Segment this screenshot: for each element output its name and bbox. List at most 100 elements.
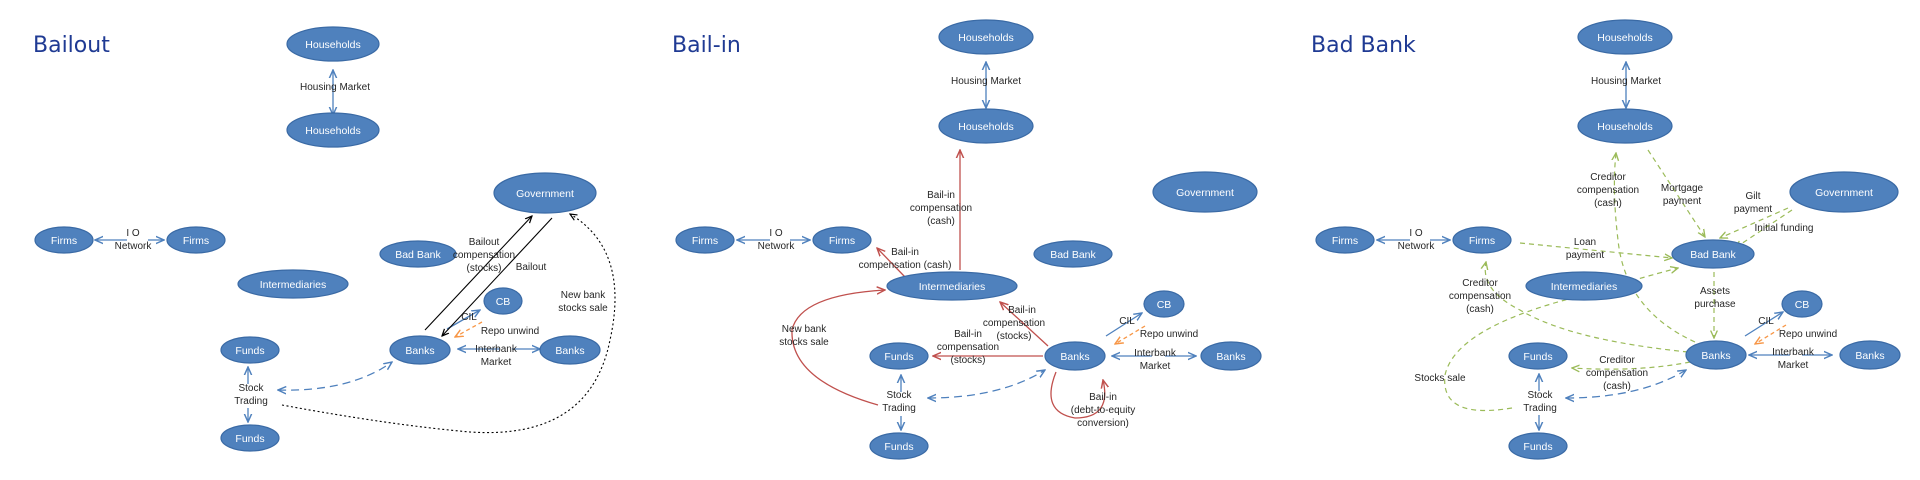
label-gilt-2: payment <box>1734 204 1773 215</box>
node-intermediaries[interactable]: Intermediaries <box>1525 271 1643 301</box>
label-bailin-int-1: Bail-in <box>1008 305 1036 316</box>
label-debt-1: Bail-in <box>1089 392 1117 403</box>
label-stock-2: Trading <box>234 396 268 407</box>
label-repo-unwind: Repo unwind <box>481 326 539 337</box>
label-repo-unwind: Repo unwind <box>1779 329 1837 340</box>
node-firms-right[interactable]: Firms <box>812 226 872 254</box>
node-banks-right[interactable]: Banks <box>1200 341 1262 371</box>
label-cil: CIL <box>1119 316 1135 327</box>
label-stock-1: Stock <box>1527 390 1553 401</box>
svg-text:Bad Bank: Bad Bank <box>395 249 441 261</box>
node-bad-bank[interactable]: Bad Bank <box>379 240 457 268</box>
label-cil: CIL <box>461 312 477 323</box>
label-housing-market: Housing Market <box>951 76 1021 87</box>
label-new-bank-1: New bank <box>782 324 827 335</box>
label-io-2: Network <box>115 241 153 252</box>
label-bailout-comp-2: compensation <box>453 250 515 261</box>
label-interbank-1: Interbank <box>475 344 518 355</box>
node-funds-bottom[interactable]: Funds <box>1508 432 1568 460</box>
node-cb[interactable]: CB <box>1781 290 1823 318</box>
svg-text:Banks: Banks <box>555 345 584 357</box>
node-intermediaries[interactable]: Intermediaries <box>886 271 1018 301</box>
label-bailin-cash-2: compensation <box>910 203 972 214</box>
svg-text:Banks: Banks <box>1060 351 1089 363</box>
repo-unwind-arrow <box>1115 325 1146 344</box>
label-bailin-int-2: compensation <box>983 318 1045 329</box>
svg-text:CB: CB <box>496 296 511 308</box>
node-government[interactable]: Government <box>1152 171 1258 213</box>
node-banks[interactable]: Banks <box>1685 340 1747 370</box>
label-bailout-comp-1: Bailout <box>469 237 500 248</box>
label-stock-1: Stock <box>238 383 264 394</box>
edges <box>1377 62 1832 430</box>
svg-text:Households: Households <box>1597 32 1652 44</box>
label-io-2: Network <box>1398 241 1436 252</box>
node-funds-bottom[interactable]: Funds <box>220 424 280 452</box>
svg-text:Banks: Banks <box>1855 350 1884 362</box>
node-firms-right[interactable]: Firms <box>1452 226 1512 254</box>
node-firms-right[interactable]: Firms <box>166 226 226 254</box>
label-loan-2: payment <box>1566 250 1605 261</box>
node-households-top[interactable]: Households <box>286 26 380 62</box>
node-government[interactable]: Government <box>1789 171 1899 213</box>
creditor-funds-arrow <box>1572 361 1691 369</box>
label-bailin-cash-3: (cash) <box>927 216 955 227</box>
label-bailin-funds-1: Bail-in <box>954 329 982 340</box>
label-io-1: I O <box>1409 228 1423 239</box>
svg-text:Banks: Banks <box>1216 351 1245 363</box>
cil-arrow <box>1744 312 1783 337</box>
svg-text:Government: Government <box>1815 187 1873 199</box>
node-government[interactable]: Government <box>493 172 597 214</box>
svg-text:Firms: Firms <box>829 235 855 247</box>
label-new-bank-1: New bank <box>561 290 606 301</box>
node-cb[interactable]: CB <box>1143 290 1185 318</box>
node-cb[interactable]: CB <box>483 287 523 315</box>
node-firms-left[interactable]: Firms <box>34 226 94 254</box>
label-initial-funding: Initial funding <box>1755 223 1814 234</box>
edge-labels: Housing Market I O Network Bail-in compe… <box>758 76 1199 429</box>
node-funds-top[interactable]: Funds <box>1508 342 1568 370</box>
label-mortgage-2: payment <box>1663 196 1702 207</box>
svg-text:CB: CB <box>1795 299 1810 311</box>
label-stock-1: Stock <box>886 390 912 401</box>
label-repo-unwind: Repo unwind <box>1140 329 1198 340</box>
svg-text:Funds: Funds <box>1523 441 1552 453</box>
svg-text:Households: Households <box>305 39 360 51</box>
label-bailin-firms-1: Bail-in <box>891 247 919 258</box>
node-funds-top[interactable]: Funds <box>220 336 280 364</box>
node-banks-right[interactable]: Banks <box>1839 340 1901 370</box>
svg-text:CB: CB <box>1157 299 1172 311</box>
panel-bailout: Bailout Households Households <box>33 26 616 452</box>
node-households-bottom[interactable]: Households <box>286 112 380 148</box>
panel-bail-in: Bail-in Households Households <box>672 19 1262 460</box>
creditor-firms-arrow <box>1485 262 1689 353</box>
node-intermediaries[interactable]: Intermediaries <box>237 269 349 299</box>
svg-text:Households: Households <box>958 32 1013 44</box>
node-households-bottom[interactable]: Households <box>1577 108 1673 144</box>
label-interbank-1: Interbank <box>1134 348 1177 359</box>
node-funds-top[interactable]: Funds <box>869 342 929 370</box>
node-bad-bank[interactable]: Bad Bank <box>1033 240 1113 268</box>
node-households-top[interactable]: Households <box>938 19 1034 55</box>
node-banks[interactable]: Banks <box>1044 341 1106 371</box>
label-bailin-cash-1: Bail-in <box>927 190 955 201</box>
edge-labels: Housing Market I O Network Bailout compe… <box>115 82 609 407</box>
node-households-bottom[interactable]: Households <box>938 108 1034 144</box>
node-funds-bottom[interactable]: Funds <box>869 432 929 460</box>
svg-text:Households: Households <box>958 121 1013 133</box>
node-banks[interactable]: Banks <box>389 335 451 365</box>
label-creditor-funds-3: (cash) <box>1603 381 1631 392</box>
node-firms-left[interactable]: Firms <box>675 226 735 254</box>
panel-title: Bail-in <box>672 33 741 58</box>
label-stock-2: Trading <box>882 403 916 414</box>
node-banks-right[interactable]: Banks <box>539 335 601 365</box>
node-firms-left[interactable]: Firms <box>1315 226 1375 254</box>
bailout-arrow <box>442 217 553 336</box>
svg-text:Bad Bank: Bad Bank <box>1050 249 1096 261</box>
label-stocks-sale: Stocks sale <box>1414 373 1466 384</box>
label-io-2: Network <box>758 241 796 252</box>
node-households-top[interactable]: Households <box>1577 19 1673 55</box>
node-bad-bank[interactable]: Bad Bank <box>1671 239 1755 269</box>
svg-text:Firms: Firms <box>1469 235 1495 247</box>
